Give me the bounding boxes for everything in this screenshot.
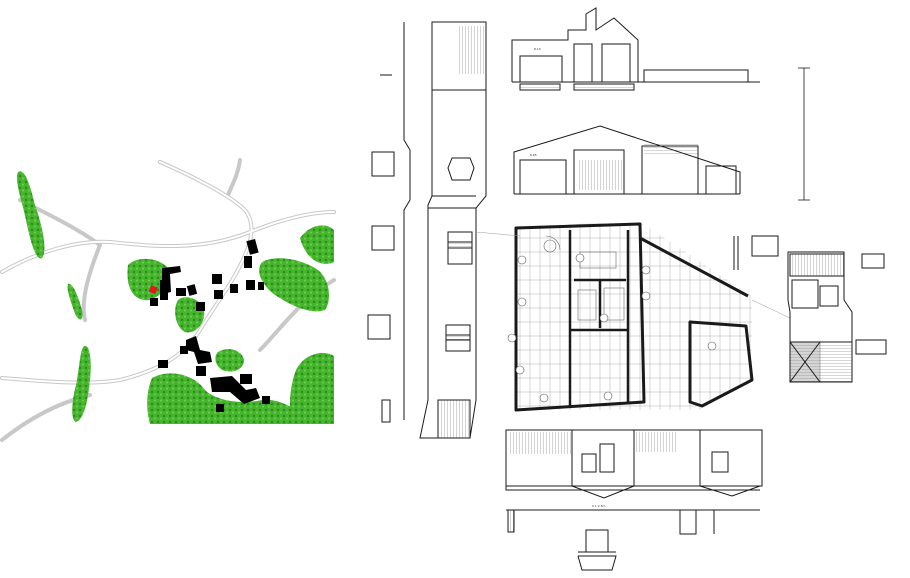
room-label-b: 6.65 <box>530 153 537 157</box>
floor-plan <box>475 222 791 412</box>
right-detail <box>733 235 887 383</box>
long-elevation <box>367 21 487 439</box>
building-footprints <box>150 238 270 412</box>
site-plan <box>0 158 336 442</box>
project-site-marker <box>148 285 158 295</box>
grid-markers <box>507 253 717 403</box>
bottom-elevation <box>505 429 763 499</box>
cross-section-a: 8.10 <box>511 7 760 91</box>
cross-section-b: 6.65 <box>513 125 741 195</box>
bottom-detail <box>577 529 617 571</box>
scale-label: 0 1 2 5m <box>592 504 605 508</box>
height-reference <box>798 67 810 201</box>
ground-line: 0 1 2 5m <box>506 504 760 535</box>
room-label-a: 8.10 <box>534 47 541 51</box>
